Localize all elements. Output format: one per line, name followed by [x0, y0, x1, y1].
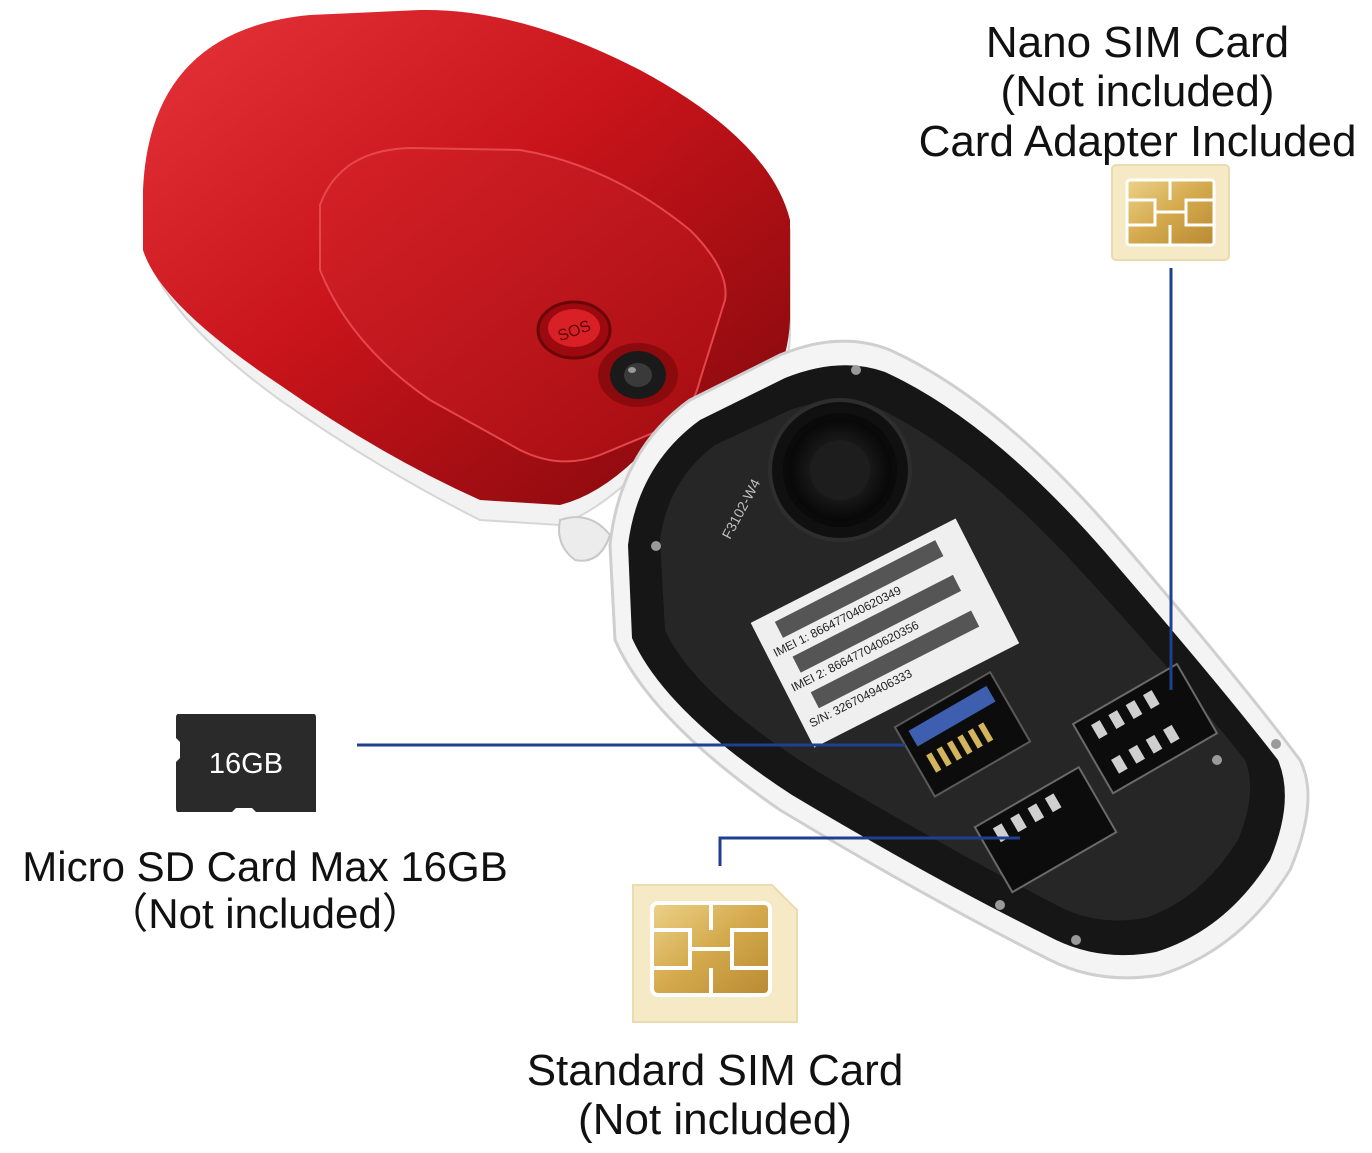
micro-sd-card: 16GB	[174, 712, 318, 816]
nano-sim-caption-line-3: Card Adapter Included	[918, 116, 1357, 166]
nano-sim-caption: Nano SIM Card (Not included) Card Adapte…	[905, 18, 1370, 166]
micro-sd-caption-line-1: Micro SD Card Max 16GB	[22, 843, 508, 890]
nano-sim-card	[1111, 164, 1230, 261]
nano-sim-caption-line-2: (Not included)	[1000, 67, 1275, 117]
phone-lid: SOS	[143, 9, 791, 527]
standard-sim-card	[632, 884, 798, 1023]
standard-sim-caption-line-1: Standard SIM Card	[526, 1046, 904, 1095]
leader-lines	[357, 268, 1173, 866]
standard-sim-slot	[973, 765, 1118, 894]
speaker-icon	[768, 398, 912, 542]
nano-sim-caption-line-1: Nano SIM Card	[985, 18, 1290, 67]
standard-sim-caption: Standard SIM Card (Not included)	[505, 1046, 925, 1145]
micro-sd-slot	[893, 670, 1032, 798]
micro-sd-caption-line-2: （Not included）	[106, 890, 424, 938]
nano-sim-slot	[1071, 662, 1219, 795]
imei-sticker: IMEI 1: 866477040620349 IMEI 2: 86647704…	[750, 518, 1020, 748]
micro-sd-caption: Micro SD Card Max 16GB （Not included）	[0, 843, 530, 937]
micro-sd-card-icon	[176, 714, 316, 812]
phone-body: F3102-W4 IMEI 1: 866477040620349 IMEI 2:…	[558, 339, 1310, 980]
leader-line-standard	[718, 836, 1020, 866]
standard-sim-caption-line-2: (Not included)	[578, 1095, 852, 1145]
micro-sd-label: 16GB	[208, 748, 284, 780]
